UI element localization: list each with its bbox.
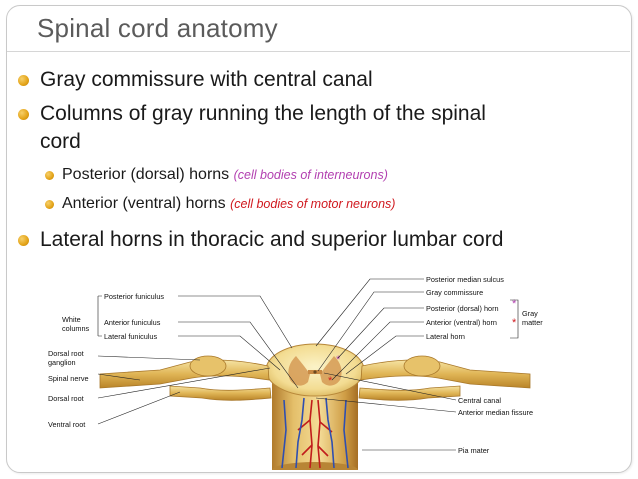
label-ventral-root: Ventral root: [48, 420, 85, 429]
bullet-text: Columns of gray running the length of th…: [40, 102, 486, 125]
label-dorsal-root: Dorsal root: [48, 394, 84, 403]
bullet-gray-columns: Columns of gray running the length of th…: [18, 102, 486, 126]
bullet-dot-icon: [45, 171, 54, 180]
bullet-gray-columns-cont: cord: [40, 130, 81, 154]
spinal-cord-figure: * * * * Posterior funiculus: [40, 270, 570, 470]
label-dorsal-root-ganglion-2: ganglion: [48, 358, 76, 367]
sub-bullet-posterior-horns: Posterior (dorsal) horns (cell bodies of…: [45, 166, 388, 184]
slide-title: Spinal cord anatomy: [37, 13, 278, 43]
label-lateral-horn: Lateral horn: [426, 332, 465, 341]
bullet-note: (cell bodies of motor neurons): [230, 197, 396, 211]
bullet-text: Gray commissure with central canal: [40, 68, 373, 91]
legend-anterior-marker: *: [512, 317, 517, 329]
label-anterior-funiculus: Anterior funiculus: [104, 318, 161, 327]
bullet-dot-icon: [18, 75, 29, 86]
bullet-text: Posterior (dorsal) horns: [62, 166, 230, 183]
anterior-horn-marker: *: [328, 375, 333, 387]
bullet-text: Anterior (ventral) horns: [62, 195, 226, 212]
label-anterior-median-fissure: Anterior median fissure: [458, 408, 533, 417]
label-dorsal-root-ganglion-1: Dorsal root: [48, 349, 84, 358]
label-posterior-median-sulcus: Posterior median sulcus: [426, 275, 504, 284]
label-pia-mater: Pia mater: [458, 446, 490, 455]
label-white-columns-1: White: [62, 315, 81, 324]
bullet-text: Lateral horns in thoracic and superior l…: [40, 228, 504, 251]
label-lateral-funiculus: Lateral funiculus: [104, 332, 157, 341]
bullet-dot-icon: [18, 235, 29, 246]
bullet-dot-icon: [45, 200, 54, 209]
label-central-canal: Central canal: [458, 396, 501, 405]
title-divider: [7, 51, 630, 52]
bullet-gray-commissure: Gray commissure with central canal: [18, 68, 373, 92]
sub-bullet-anterior-horns: Anterior (ventral) horns (cell bodies of…: [45, 195, 396, 213]
label-anterior-horn: Anterior (ventral) horn: [426, 318, 497, 327]
label-posterior-horn: Posterior (dorsal) horn: [426, 304, 499, 313]
label-gray-commissure: Gray commissure: [426, 288, 483, 297]
dorsal-root-ganglion: [189, 355, 227, 377]
label-gray-matter-1: Gray: [522, 309, 538, 318]
leader-lines: [97, 278, 519, 451]
right-nerve-roots: [358, 355, 531, 401]
left-nerve-roots: [99, 355, 272, 401]
posterior-horn-marker: *: [336, 354, 341, 366]
bullet-lateral-horns: Lateral horns in thoracic and superior l…: [18, 228, 504, 252]
label-gray-matter-2: matter: [522, 318, 543, 327]
label-posterior-funiculus: Posterior funiculus: [104, 292, 164, 301]
legend-posterior-marker: *: [512, 298, 517, 310]
bullet-text: cord: [40, 130, 81, 153]
gray-matter: [288, 356, 342, 386]
bullet-dot-icon: [18, 109, 29, 120]
asterisk-markers: * * * *: [328, 298, 517, 387]
bullet-note: (cell bodies of interneurons): [233, 168, 388, 182]
spinal-cord-diagram: * * * * Posterior funiculus: [48, 275, 543, 470]
label-spinal-nerve: Spinal nerve: [48, 374, 89, 383]
label-white-columns-2: columns: [62, 324, 90, 333]
central-canal: [313, 370, 317, 374]
blood-vessels: [281, 397, 349, 469]
